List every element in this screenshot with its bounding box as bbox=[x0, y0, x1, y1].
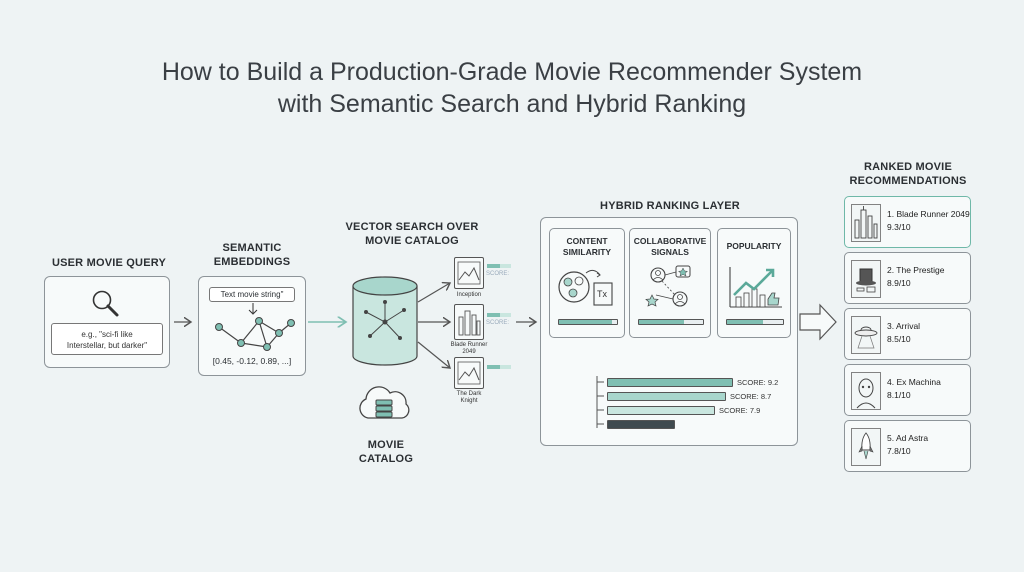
popularity-progress bbox=[726, 319, 784, 325]
content-similarity-progress bbox=[558, 319, 618, 325]
search-icon bbox=[92, 290, 119, 317]
top-hat-icon bbox=[851, 260, 881, 298]
recommendation-rating-4: 8.1/10 bbox=[887, 390, 911, 400]
score-bar bbox=[607, 406, 715, 415]
recommendation-card-3[interactable]: 3. Arrival 8.5/10 bbox=[844, 308, 971, 360]
query-input[interactable]: e.g., "sci-fi like Interstellar, but dar… bbox=[51, 323, 163, 355]
user-query-box: e.g., "sci-fi like Interstellar, but dar… bbox=[44, 276, 170, 368]
score-bar bbox=[607, 392, 726, 401]
result-score-bar-2 bbox=[487, 313, 511, 317]
score-bar-label: SCORE: 7.9 bbox=[719, 406, 761, 415]
vector-search-heading: VECTOR SEARCH OVER MOVIE CATALOG bbox=[340, 220, 484, 248]
robot-face-icon bbox=[851, 372, 881, 410]
recommendation-rating-5: 7.8/10 bbox=[887, 446, 911, 456]
title-line-2: with Semantic Search and Hybrid Ranking bbox=[277, 90, 747, 118]
content-similarity-card: CONTENT SIMILARITY Tx bbox=[549, 228, 625, 338]
collab-title-line-2: SIGNALS bbox=[651, 247, 689, 257]
users-network-icon bbox=[645, 265, 691, 307]
result-score-bar-3 bbox=[487, 365, 511, 369]
arrow-db-to-result-1 bbox=[417, 283, 450, 303]
result-thumb-inception bbox=[454, 257, 484, 289]
movie-catalog-label: MOVIE CATALOG bbox=[344, 438, 428, 466]
embeddings-box: Text movie string" [0.45, -0.12, 0.89, .… bbox=[198, 276, 306, 376]
embedding-input-text: Text movie string" bbox=[209, 287, 295, 302]
vector-search-heading-line-2: MOVIE CATALOG bbox=[365, 235, 459, 247]
result-score-bar-1 bbox=[487, 264, 511, 268]
embedding-vector: [0.45, -0.12, 0.89, ...] bbox=[212, 356, 292, 366]
recommendations-heading-line-1: RANKED MOVIE bbox=[864, 161, 952, 173]
content-title-line-1: CONTENT bbox=[566, 236, 608, 246]
embeddings-heading-line-2: EMBEDDINGS bbox=[213, 256, 291, 268]
city-skyline-icon bbox=[458, 310, 481, 336]
recommendation-name-4: 4. Ex Machina bbox=[887, 377, 941, 387]
arrow-to-recommendations bbox=[799, 303, 837, 341]
recommendation-name-1: 1. Blade Runner 2049 bbox=[887, 209, 970, 219]
catalog-label-line-1: MOVIE bbox=[367, 439, 405, 451]
collaborative-signals-progress bbox=[638, 319, 704, 325]
cloud-database-icon bbox=[359, 386, 410, 419]
recommendation-card-5[interactable]: 5. Ad Astra 7.8/10 bbox=[844, 420, 971, 472]
result-title-2-line-2: 2049 bbox=[462, 349, 476, 355]
popularity-card: POPULARITY bbox=[717, 228, 791, 338]
result-title-3-line-2: Knight bbox=[460, 398, 478, 404]
collaborative-signals-card: COLLABORATIVE SIGNALS bbox=[629, 228, 711, 338]
result-title-1: Inception bbox=[456, 292, 482, 298]
hybrid-heading: HYBRID RANKING LAYER bbox=[600, 200, 740, 212]
score-bar bbox=[607, 420, 675, 429]
recommendation-name-3: 3. Arrival bbox=[887, 321, 921, 331]
city-skyline-icon bbox=[851, 204, 881, 242]
score-bar-label: SCORE: 9.2 bbox=[737, 378, 779, 387]
query-example-line-2: Interstellar, but darker" bbox=[66, 341, 148, 350]
recommendation-name-2: 2. The Prestige bbox=[887, 265, 945, 275]
embeddings-heading: SEMANTIC EMBEDDINGS bbox=[200, 241, 304, 269]
page-title: How to Build a Production-Grade Movie Re… bbox=[0, 56, 1024, 120]
rocket-icon bbox=[851, 428, 881, 466]
result-score-label-1: SCORE: bbox=[486, 271, 510, 277]
trending-chart-icon bbox=[729, 267, 782, 308]
score-bar bbox=[607, 378, 733, 387]
collab-title-line-1: COLLABORATIVE bbox=[633, 236, 707, 246]
title-line-1: How to Build a Production-Grade Movie Re… bbox=[161, 58, 863, 86]
result-title-2-line-1: Blade Runner bbox=[450, 342, 488, 348]
recommendation-rating-2: 8.9/10 bbox=[887, 278, 911, 288]
mountain-image-icon bbox=[457, 261, 481, 285]
hybrid-ranking-box: CONTENT SIMILARITY Tx COLLABORATIVE SIGN… bbox=[540, 217, 798, 446]
ufo-icon bbox=[851, 316, 881, 354]
result-title-3: The Dark Knight bbox=[446, 391, 492, 405]
result-thumb-dark-knight bbox=[454, 357, 484, 389]
catalog-label-line-2: CATALOG bbox=[358, 453, 414, 465]
score-bracket bbox=[596, 376, 604, 428]
collaborative-signals-title: COLLABORATIVE SIGNALS bbox=[630, 236, 710, 258]
embeddings-heading-line-1: SEMANTIC bbox=[222, 242, 282, 254]
result-thumb-blade-runner bbox=[454, 304, 484, 340]
vector-database-icon bbox=[352, 276, 418, 366]
mountain-image-icon bbox=[457, 361, 481, 385]
recommendations-heading: RANKED MOVIE RECOMMENDATIONS bbox=[830, 160, 986, 188]
result-title-3-line-1: The Dark bbox=[456, 391, 482, 397]
vector-search-heading-line-1: VECTOR SEARCH OVER bbox=[345, 221, 479, 233]
result-score-label-2: SCORE: bbox=[486, 320, 510, 326]
embedding-graph-icon bbox=[215, 303, 295, 351]
recommendation-name-5: 5. Ad Astra bbox=[887, 433, 929, 443]
query-example-line-1: e.g., "sci-fi like bbox=[81, 330, 133, 339]
recommendation-card-1[interactable]: 1. Blade Runner 2049 9.3/10 bbox=[844, 196, 971, 248]
user-query-heading: USER MOVIE QUERY bbox=[51, 257, 167, 269]
recommendation-rating-3: 8.5/10 bbox=[887, 334, 911, 344]
score-bar-label: SCORE: 8.7 bbox=[730, 392, 772, 401]
recommendation-rating-1: 9.3/10 bbox=[887, 222, 911, 232]
result-title-2: Blade Runner 2049 bbox=[446, 342, 492, 356]
content-title-line-2: SIMILARITY bbox=[562, 247, 612, 257]
popularity-title: POPULARITY bbox=[726, 241, 782, 251]
content-similarity-title: CONTENT SIMILARITY bbox=[550, 236, 624, 258]
svg-text:Tx: Tx bbox=[597, 289, 607, 299]
recommendation-card-4[interactable]: 4. Ex Machina 8.1/10 bbox=[844, 364, 971, 416]
recommendation-card-2[interactable]: 2. The Prestige 8.9/10 bbox=[844, 252, 971, 304]
content-similarity-icon: Tx bbox=[558, 269, 613, 306]
recommendations-heading-line-2: RECOMMENDATIONS bbox=[849, 175, 967, 187]
arrow-db-to-result-3 bbox=[417, 341, 450, 368]
